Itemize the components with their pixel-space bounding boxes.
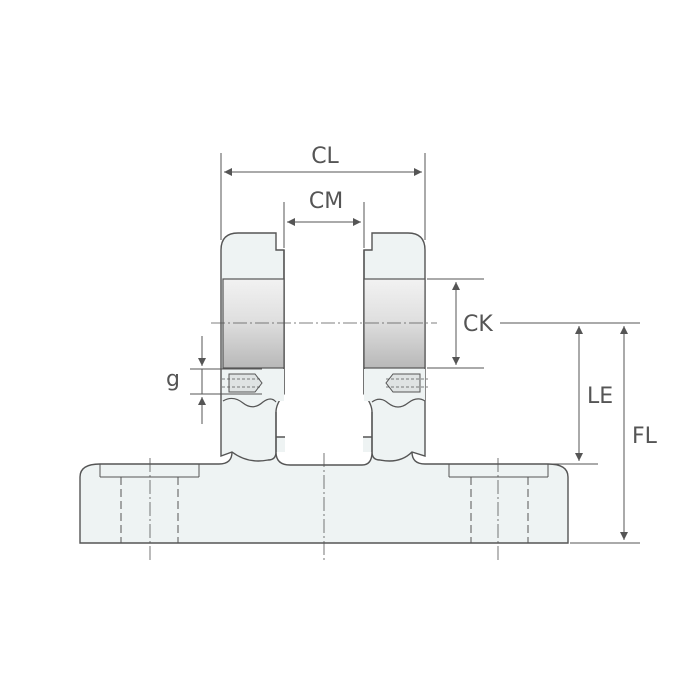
label-ck: CK <box>463 312 493 337</box>
label-le: LE <box>587 384 613 409</box>
dimension-fl <box>570 326 640 544</box>
center-lines <box>149 322 499 560</box>
right-clamp-screw <box>364 369 428 408</box>
label-cm: CM <box>309 189 343 214</box>
label-fl: FL <box>632 424 658 449</box>
dimension-g <box>190 336 262 424</box>
right-mounting-hole <box>448 464 549 543</box>
right-bushing <box>363 278 426 369</box>
left-mounting-hole <box>99 464 200 543</box>
label-g: g <box>166 367 180 392</box>
dimension-le <box>427 326 598 465</box>
left-clamp-screw <box>222 369 284 408</box>
slot-gap <box>285 233 363 463</box>
label-cl: CL <box>311 144 339 169</box>
dimension-ck <box>427 278 640 369</box>
left-bushing <box>222 278 285 369</box>
dimension-cl <box>220 153 426 240</box>
dimension-cm <box>283 202 365 248</box>
